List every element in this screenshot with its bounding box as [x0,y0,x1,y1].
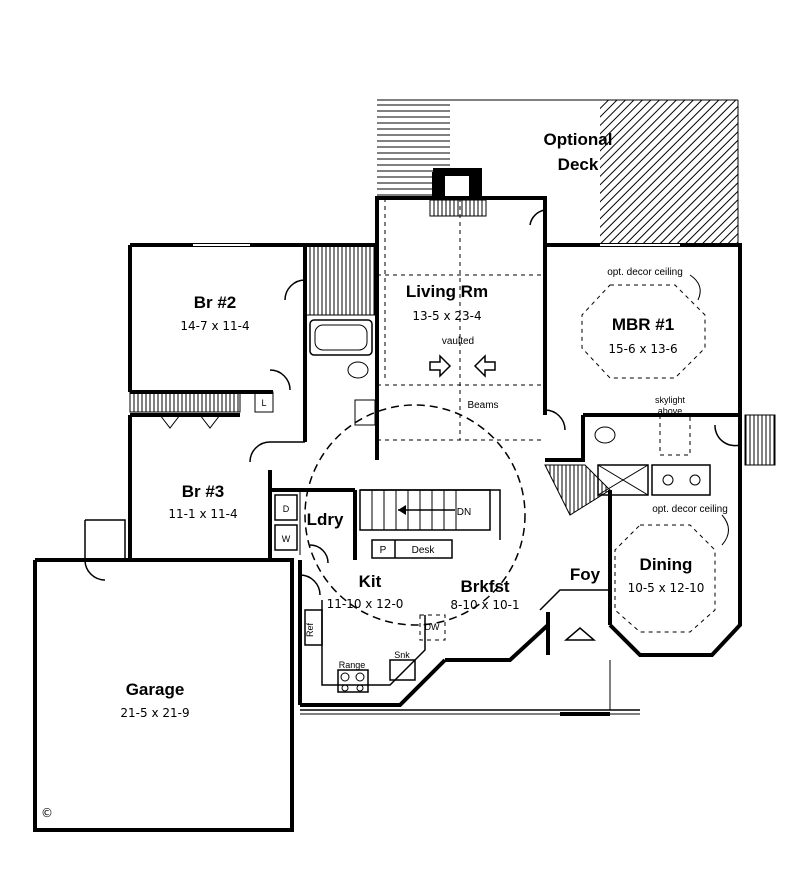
dining-dims: 10-5 x 12-10 [628,581,705,595]
living-room-name: Living Rm [406,282,488,301]
pantry-label: P [380,545,387,556]
garage-dims: 21-5 x 21-9 [120,706,189,720]
mbr1-name: MBR #1 [612,315,674,334]
br2-name: Br #2 [194,293,237,312]
dining-ceiling-callout [721,514,729,546]
range-label: Range [339,660,366,670]
living-room-note: vaulted [442,336,474,347]
brkfst-dims: 8-10 x 10-1 [450,598,519,612]
laundry-appliances [274,492,301,555]
kit-name: Kit [359,572,382,591]
ceiling-features [304,198,716,633]
bath-fixtures [309,319,711,496]
arrows [429,354,496,378]
kitchen-counters [304,600,446,693]
kit-dims: 11-10 x 12-0 [327,597,404,611]
brkfst-name: Brkfst [460,577,509,596]
deck-label-line1: Optional [544,130,613,149]
br2-dims: 14-7 x 11-4 [180,319,249,333]
desk-label: Desk [412,545,436,556]
br3-dims: 11-1 x 11-4 [168,507,237,521]
walls [33,168,742,832]
mbr-decor-ceiling: opt. decor ceiling [607,267,683,278]
dryer-label: D [283,504,290,514]
linen-label: L [261,398,266,408]
living-room-dims: 13-5 x 23-4 [412,309,481,323]
doors [84,209,741,596]
closets [129,244,776,516]
stairs [359,489,491,559]
ref-label: Ref [305,623,315,638]
mbr1-dims: 15-6 x 13-6 [608,342,677,356]
foy-name: Foy [570,565,601,584]
skylight-line1: skylight [655,395,686,405]
porch [193,244,680,716]
copyright-mark: © [41,806,53,820]
dining-name: Dining [640,555,693,574]
stairs-dn-label: DN [457,507,471,518]
dw-label: DW [425,622,440,632]
skylight-line2: above [658,406,683,416]
deck-label-line2: Deck [558,155,599,174]
beams-label: Beams [467,400,498,411]
deck-area [377,99,739,245]
washer-label: W [282,534,291,544]
br3-name: Br #3 [182,482,225,501]
mbr-ceiling-callout [689,274,701,301]
dining-decor-ceiling: opt. decor ceiling [652,504,728,515]
garage-name: Garage [126,680,185,699]
sink-label: Snk [394,650,410,660]
ldry-name: Ldry [307,510,344,529]
